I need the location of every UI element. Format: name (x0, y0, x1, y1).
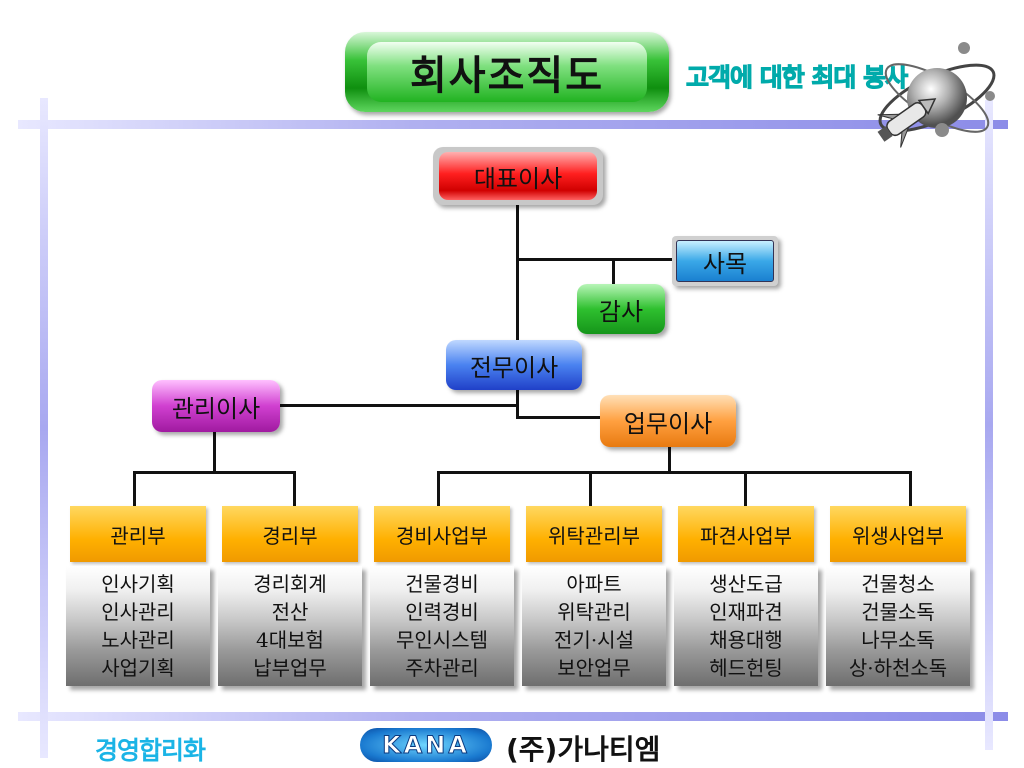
dept-header: 경비사업부 (374, 506, 510, 562)
list-item: 경리회계 (253, 572, 327, 596)
list-item: 납부업무 (253, 656, 327, 680)
node-gwanri: 관리이사 (152, 380, 280, 432)
dept-header: 파견사업부 (678, 506, 814, 562)
list-item: 상·하천소독 (848, 656, 948, 680)
dept-header: 위탁관리부 (526, 506, 662, 562)
node-samok: 사목 (672, 236, 778, 286)
list-item: 건물소독 (861, 600, 935, 624)
slogan: 고객에 대한 최대 봉사 (685, 63, 908, 93)
line-dept1 (133, 471, 136, 507)
node-ceo: 대표이사 (433, 147, 603, 205)
line-dept2 (293, 471, 296, 507)
line-to-gamsa (612, 258, 615, 285)
top-frame-line (18, 120, 1008, 129)
dept-list: 생산도급 인재파견 채용대행 헤드헌팅 (674, 566, 818, 686)
line-dept4 (589, 471, 592, 507)
list-item: 건물청소 (861, 572, 935, 596)
node-gamsa: 감사 (577, 284, 665, 334)
line-to-gwanri (280, 404, 517, 407)
footer-motto: 경영합리화 (95, 736, 206, 765)
bottom-frame-line (18, 712, 1008, 721)
node-eopmu: 업무이사 (600, 395, 736, 447)
dept-header: 관리부 (70, 506, 206, 562)
kana-logo: KANA (360, 728, 492, 762)
list-item: 위탁관리 (557, 600, 631, 624)
line-dept3 (437, 471, 440, 507)
list-item: 인재파견 (709, 600, 783, 624)
list-item: 나무소독 (861, 628, 935, 652)
line-ceo-down (516, 205, 519, 340)
line-to-samok (516, 258, 673, 261)
list-item: 무인시스템 (396, 628, 488, 652)
list-item: 생산도급 (709, 572, 783, 596)
line-to-eopmu (516, 416, 601, 419)
dept-list: 인사기획 인사관리 노사관리 사업기획 (66, 566, 210, 686)
list-item: 4대보험 (256, 628, 324, 652)
dept-list: 건물경비 인력경비 무인시스템 주차관리 (370, 566, 514, 686)
list-item: 전산 (271, 600, 309, 624)
list-item: 채용대행 (709, 628, 783, 652)
list-item: 주차관리 (405, 656, 479, 680)
company-name: (주)가나티엠 (506, 733, 661, 766)
node-samok-label: 사목 (676, 240, 774, 282)
dept-header: 위생사업부 (830, 506, 966, 562)
list-item: 보안업무 (557, 656, 631, 680)
list-item: 전기·시설 (554, 628, 634, 652)
dept-list: 경리회계 전산 4대보험 납부업무 (218, 566, 362, 686)
list-item: 아파트 (566, 572, 622, 596)
line-gwanri-bus (133, 471, 296, 474)
list-item: 인력경비 (405, 600, 479, 624)
kana-logo-text: KANA (382, 731, 470, 760)
title-box: 회사조직도 (345, 32, 669, 112)
node-jeonmu: 전무이사 (446, 340, 582, 390)
dept-header: 경리부 (222, 506, 358, 562)
list-item: 인사관리 (101, 600, 175, 624)
left-frame-line (40, 98, 48, 758)
line-eopmu-down (668, 447, 671, 472)
globe-rocket-icon (877, 42, 996, 148)
line-gwanri-down (213, 432, 216, 472)
line-jeonmu-down (516, 390, 519, 418)
line-dept5 (744, 471, 747, 507)
list-item: 인사기획 (101, 572, 175, 596)
right-frame-line (985, 100, 993, 750)
line-dept6 (909, 471, 912, 507)
list-item: 노사관리 (101, 628, 175, 652)
dept-list: 건물청소 건물소독 나무소독 상·하천소독 (826, 566, 970, 686)
node-ceo-label: 대표이사 (439, 152, 597, 200)
list-item: 건물경비 (405, 572, 479, 596)
dept-list: 아파트 위탁관리 전기·시설 보안업무 (522, 566, 666, 686)
line-eopmu-bus (437, 471, 912, 474)
page-title: 회사조직도 (367, 42, 647, 102)
list-item: 헤드헌팅 (709, 656, 783, 680)
list-item: 사업기획 (101, 656, 175, 680)
